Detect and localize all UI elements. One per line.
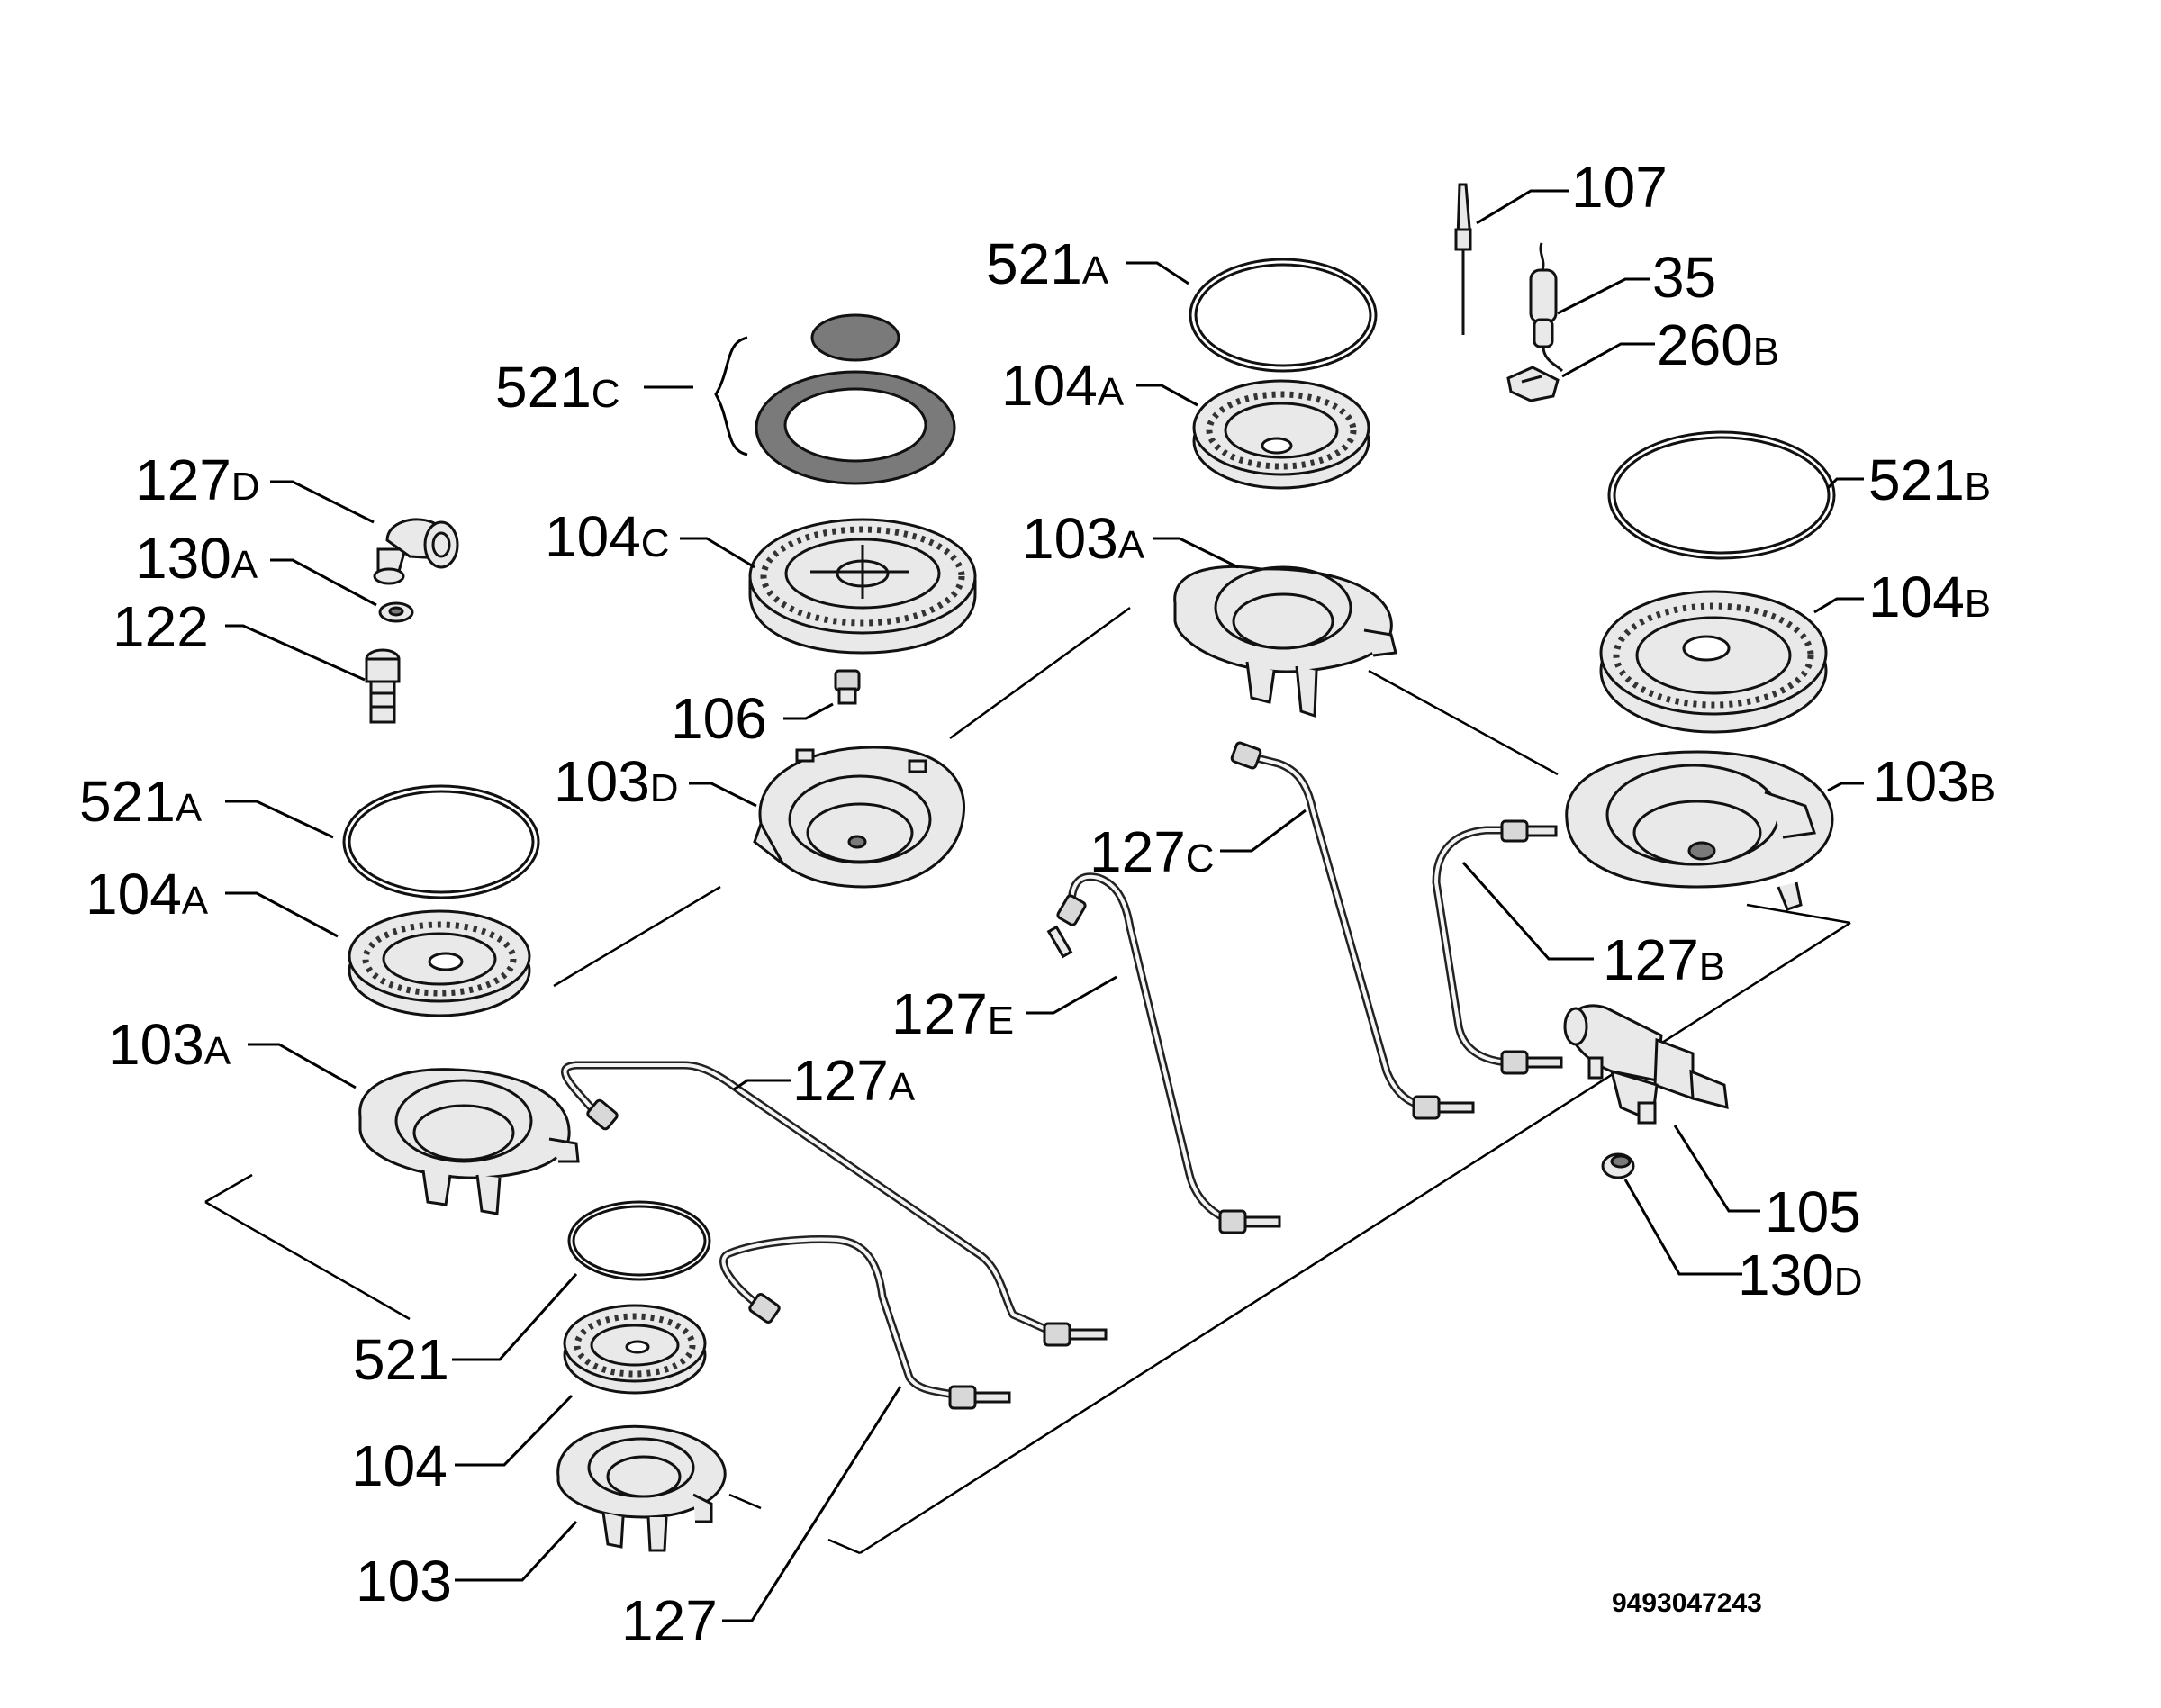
injector-106 xyxy=(834,669,861,705)
lbl-35: 35 xyxy=(1652,245,1716,310)
lbl-105: 105 xyxy=(1765,1179,1861,1244)
lbl-107: 107 xyxy=(1571,155,1668,220)
leader-lines xyxy=(225,189,1864,1622)
elbow-fitting-127d xyxy=(373,518,459,585)
flame-spreader-104b xyxy=(1599,590,1828,734)
gas-pipe-127b xyxy=(1432,819,1563,1075)
gas-valve-105 xyxy=(1563,1004,1729,1125)
lbl-104c: 104C xyxy=(545,504,670,569)
lbl-521: 521 xyxy=(353,1327,449,1392)
burner-body-103 xyxy=(556,1424,727,1552)
gas-pipe-127a xyxy=(561,1061,1108,1347)
burner-body-103a-top xyxy=(1173,565,1397,718)
flame-spreader-104a-top xyxy=(1192,379,1370,490)
assembly-lines xyxy=(204,606,1851,1555)
lbl-127e: 127E xyxy=(891,981,1014,1046)
burner-cap-521a-top xyxy=(1189,258,1378,373)
lbl-521b: 521B xyxy=(1868,447,1991,512)
lbl-104b: 104B xyxy=(1868,565,1991,629)
washer-130a xyxy=(378,601,414,623)
burner-body-103d xyxy=(753,746,966,889)
burner-cap-521c xyxy=(714,313,956,485)
burner-cap-521a-left xyxy=(342,784,540,899)
gas-pipe-127e xyxy=(1046,872,1281,1234)
gas-pipe-127c xyxy=(1230,741,1475,1120)
lbl-521a-top: 521A xyxy=(986,231,1109,296)
lbl-104a-left: 104A xyxy=(86,862,209,926)
flame-spreader-104 xyxy=(563,1304,707,1395)
lbl-103b: 103B xyxy=(1873,749,1995,814)
lbl-103a-top: 103A xyxy=(1022,506,1145,571)
lbl-127: 127 xyxy=(621,1588,718,1653)
flame-spreader-104c xyxy=(748,518,977,655)
lbl-103a-left: 103A xyxy=(108,1012,231,1077)
lbl-130d: 130D xyxy=(1738,1243,1863,1307)
burner-body-103a-left xyxy=(358,1068,580,1215)
lbl-103d: 103D xyxy=(554,749,679,814)
connector-122 xyxy=(365,648,401,724)
gas-pipe-127 xyxy=(719,1235,1011,1410)
lbl-106: 106 xyxy=(671,686,767,751)
thermocouple-107 xyxy=(1454,183,1472,335)
lbl-104a-top: 104A xyxy=(1001,353,1125,418)
burner-cap-521 xyxy=(567,1200,711,1281)
lbl-127d: 127D xyxy=(135,447,260,512)
clip-260b xyxy=(1506,366,1560,402)
lbl-127b: 127B xyxy=(1603,927,1725,992)
burner-cap-521b xyxy=(1607,430,1836,560)
washer-130d xyxy=(1601,1152,1635,1179)
lbl-104: 104 xyxy=(351,1433,448,1498)
lbl-103: 103 xyxy=(356,1549,452,1613)
lbl-521a-left: 521A xyxy=(79,769,203,834)
lbl-127a: 127A xyxy=(792,1048,916,1113)
lbl-127c: 127C xyxy=(1090,819,1215,884)
lbl-130a: 130A xyxy=(135,526,258,591)
electrode-35 xyxy=(1529,242,1564,373)
part-labels: 107 35 260B 521A 104A 521B 104B 103A 103… xyxy=(79,155,1995,1653)
burner-body-103b xyxy=(1565,750,1834,911)
lbl-260b: 260B xyxy=(1657,312,1779,377)
flame-spreader-104a-left xyxy=(348,909,531,1017)
document-number: 9493047243 xyxy=(1612,1588,1762,1618)
lbl-122: 122 xyxy=(113,594,209,659)
lbl-521c: 521C xyxy=(495,355,620,420)
